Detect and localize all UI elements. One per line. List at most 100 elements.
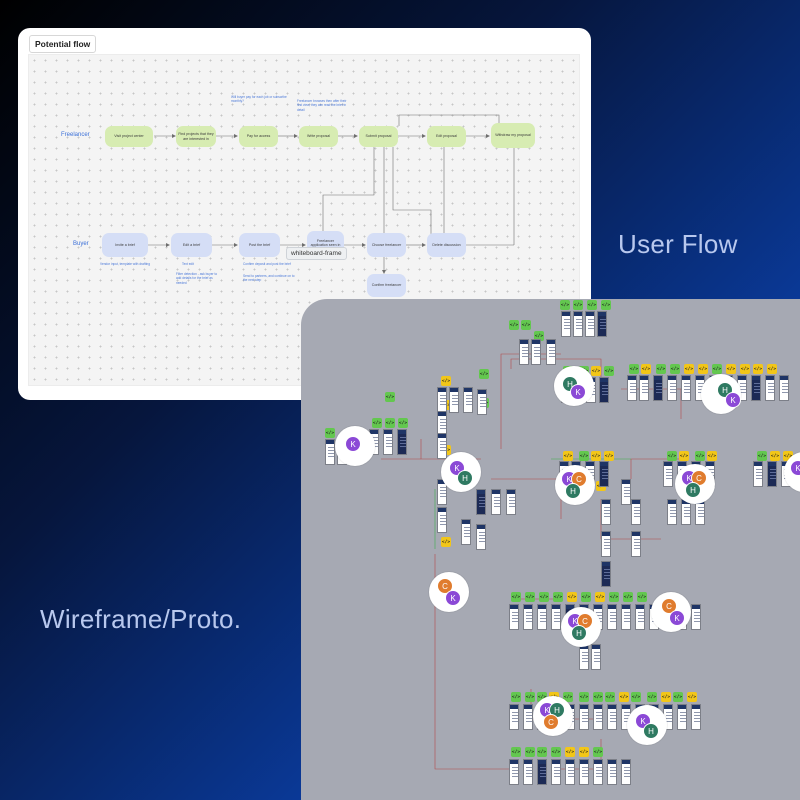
code-embed-icon[interactable]: </> bbox=[698, 364, 708, 374]
wireframe-screen[interactable] bbox=[476, 489, 486, 515]
wireframe-screen[interactable] bbox=[779, 375, 789, 401]
wireframe-prototype-board[interactable]: </></></></></></></></></></></></></><… bbox=[301, 299, 800, 800]
wireframe-screen[interactable] bbox=[579, 644, 589, 670]
wireframe-screen[interactable] bbox=[667, 375, 677, 401]
code-embed-icon[interactable]: </> bbox=[712, 364, 722, 374]
flow-node-visit-project-center[interactable]: Visit project center bbox=[105, 126, 153, 147]
code-embed-icon[interactable]: </> bbox=[565, 747, 575, 757]
wireframe-screen[interactable] bbox=[509, 604, 519, 630]
code-embed-icon[interactable]: </> bbox=[525, 692, 535, 702]
frame-tab-potential-flow[interactable]: Potential flow bbox=[29, 35, 97, 53]
flow-node-pay-for-access[interactable]: Pay for access bbox=[239, 126, 278, 147]
avatar[interactable]: K bbox=[345, 436, 361, 452]
code-embed-icon[interactable]: </> bbox=[631, 692, 641, 702]
wireframe-screen[interactable] bbox=[509, 704, 519, 730]
code-embed-icon[interactable]: </> bbox=[563, 692, 573, 702]
code-embed-icon[interactable]: </> bbox=[537, 692, 547, 702]
wireframe-screen[interactable] bbox=[461, 519, 471, 545]
flow-node-choose-freelancer[interactable]: Choose freelancer bbox=[367, 233, 406, 257]
code-embed-icon[interactable]: </> bbox=[573, 300, 583, 310]
code-embed-icon[interactable]: </> bbox=[525, 592, 535, 602]
wireframe-screen[interactable] bbox=[477, 389, 487, 415]
wireframe-screen[interactable] bbox=[523, 759, 533, 785]
avatar[interactable]: H bbox=[571, 625, 587, 641]
code-embed-icon[interactable]: </> bbox=[757, 451, 767, 461]
wireframe-screen[interactable] bbox=[667, 499, 677, 525]
wireframe-screen[interactable] bbox=[551, 759, 561, 785]
code-embed-icon[interactable]: </> bbox=[441, 376, 451, 386]
code-embed-icon[interactable]: </> bbox=[579, 451, 589, 461]
code-embed-icon[interactable]: </> bbox=[619, 692, 629, 702]
avatar[interactable]: H bbox=[565, 483, 581, 499]
collaborators-cursor-group[interactable]: K bbox=[784, 452, 800, 492]
wireframe-screen[interactable] bbox=[383, 429, 393, 455]
wireframe-screen[interactable] bbox=[607, 604, 617, 630]
flow-node-edit-brief[interactable]: Edit a brief bbox=[171, 233, 212, 257]
wireframe-screen[interactable] bbox=[437, 387, 447, 413]
wireframe-screen[interactable] bbox=[463, 387, 473, 413]
code-embed-icon[interactable]: </> bbox=[553, 592, 563, 602]
wireframe-screen[interactable] bbox=[639, 375, 649, 401]
wireframe-screen[interactable] bbox=[561, 311, 571, 337]
flow-node-write-proposal[interactable]: Write proposal bbox=[299, 126, 338, 147]
wireframe-screen[interactable] bbox=[607, 759, 617, 785]
code-embed-icon[interactable]: </> bbox=[726, 364, 736, 374]
code-embed-icon[interactable]: </> bbox=[656, 364, 666, 374]
avatar[interactable]: H bbox=[643, 723, 659, 739]
wireframe-screen[interactable] bbox=[593, 759, 603, 785]
wireframe-screen[interactable] bbox=[597, 311, 607, 337]
code-embed-icon[interactable]: </> bbox=[372, 418, 382, 428]
code-embed-icon[interactable]: </> bbox=[563, 451, 573, 461]
avatar[interactable]: K bbox=[725, 392, 741, 408]
wireframe-screen[interactable] bbox=[691, 704, 701, 730]
code-embed-icon[interactable]: </> bbox=[591, 451, 601, 461]
wireframe-screen[interactable] bbox=[546, 339, 556, 365]
wireframe-screen[interactable] bbox=[531, 339, 541, 365]
code-embed-icon[interactable]: </> bbox=[684, 364, 694, 374]
code-embed-icon[interactable]: </> bbox=[679, 451, 689, 461]
code-embed-icon[interactable]: </> bbox=[604, 451, 614, 461]
wireframe-screen[interactable] bbox=[397, 429, 407, 455]
wireframe-screen[interactable] bbox=[523, 604, 533, 630]
code-embed-icon[interactable]: </> bbox=[623, 592, 633, 602]
code-embed-icon[interactable]: </> bbox=[740, 364, 750, 374]
flow-node-confirm-freelancer[interactable]: Confirm freelancer bbox=[367, 274, 406, 297]
wireframe-screen[interactable] bbox=[751, 375, 761, 401]
wireframe-screen[interactable] bbox=[601, 499, 611, 525]
code-embed-icon[interactable]: </> bbox=[567, 592, 577, 602]
code-embed-icon[interactable]: </> bbox=[783, 451, 793, 461]
code-embed-icon[interactable]: </> bbox=[511, 592, 521, 602]
code-embed-icon[interactable]: </> bbox=[534, 331, 544, 341]
code-embed-icon[interactable]: </> bbox=[767, 364, 777, 374]
wireframe-screen[interactable] bbox=[607, 704, 617, 730]
wireframe-screen[interactable] bbox=[691, 604, 701, 630]
code-embed-icon[interactable]: </> bbox=[539, 592, 549, 602]
wireframe-screen[interactable] bbox=[765, 375, 775, 401]
code-embed-icon[interactable]: </> bbox=[770, 451, 780, 461]
wireframe-screen[interactable] bbox=[591, 644, 601, 670]
code-embed-icon[interactable]: </> bbox=[604, 366, 614, 376]
code-embed-icon[interactable]: </> bbox=[560, 300, 570, 310]
code-embed-icon[interactable]: </> bbox=[629, 364, 639, 374]
wireframe-screen[interactable] bbox=[599, 461, 609, 487]
collaborators-cursor-group[interactable]: K bbox=[335, 426, 375, 466]
code-embed-icon[interactable]: </> bbox=[695, 451, 705, 461]
code-embed-icon[interactable]: </> bbox=[579, 747, 589, 757]
wireframe-screen[interactable] bbox=[551, 604, 561, 630]
flow-node-find-projects[interactable]: Find projects that they are interested i… bbox=[176, 126, 216, 147]
wireframe-screen[interactable] bbox=[506, 489, 516, 515]
wireframe-screen[interactable] bbox=[476, 524, 486, 550]
code-embed-icon[interactable]: </> bbox=[579, 692, 589, 702]
avatar[interactable]: C bbox=[543, 714, 559, 730]
flow-node-post-brief[interactable]: Post the brief bbox=[239, 233, 280, 257]
code-embed-icon[interactable]: </> bbox=[521, 320, 531, 330]
wireframe-screen[interactable] bbox=[491, 489, 501, 515]
avatar[interactable]: K bbox=[669, 610, 685, 626]
wireframe-screen[interactable] bbox=[621, 759, 631, 785]
